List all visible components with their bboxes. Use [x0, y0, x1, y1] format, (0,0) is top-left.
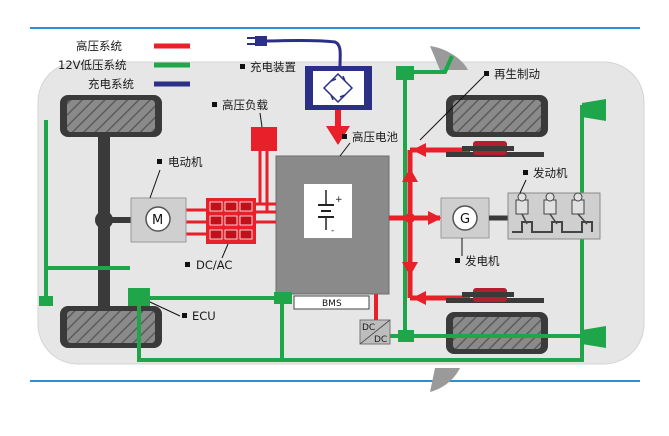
hv-arrow-left-bottom [412, 291, 426, 305]
front-right-wheel [446, 95, 548, 137]
ecu-box [128, 288, 150, 306]
lv-connector [398, 330, 414, 342]
lv-connector [274, 292, 292, 304]
charger-label: 充电装置 [250, 60, 296, 74]
hv-battery-label: 高压电池 [352, 130, 398, 144]
plug-icon [247, 36, 267, 46]
hv-load-leader [259, 112, 263, 128]
motor-symbol: M [152, 213, 163, 228]
hv-arrow-down [402, 262, 418, 276]
hv-arrow-to-gen [428, 211, 442, 225]
motor: M [130, 197, 187, 243]
lv-flag-bottom [582, 326, 606, 348]
front-brake-actuator [446, 141, 544, 157]
legend: 高压系统 12V低压系统 充电系统 [58, 39, 190, 91]
rear-right-wheel [446, 312, 548, 354]
generator: G [440, 197, 490, 239]
square-bullet-icon [157, 159, 162, 164]
dcac-inverter [206, 198, 256, 244]
engine [507, 192, 601, 240]
ecu-leader [149, 301, 181, 317]
bms-label: BMS [322, 299, 342, 309]
square-bullet-icon [342, 134, 347, 139]
battery-plus: + [335, 195, 343, 205]
battery-minus: - [331, 226, 334, 236]
hv-arrow-up [402, 168, 418, 182]
legend-lv-label: 12V低压系统 [58, 58, 127, 72]
square-bullet-icon [212, 102, 217, 107]
dcdc-bottom: DC [374, 335, 387, 345]
rear-brake-actuator [446, 288, 544, 303]
battery-symbol: + - [304, 184, 352, 238]
lv-connector [396, 66, 414, 80]
square-bullet-icon [484, 71, 489, 76]
hv-arrow-left-top [412, 143, 426, 157]
hv-load-box [251, 127, 277, 151]
front-left-wheel [60, 95, 162, 137]
dcac-leader [221, 243, 229, 259]
regen-brake-leader [419, 75, 485, 141]
generator-symbol: G [460, 212, 470, 227]
motor-leader [149, 169, 161, 199]
dcdc-divider [359, 319, 391, 345]
charger-to-battery-arrow [326, 126, 350, 145]
square-bullet-icon [240, 64, 245, 69]
charging-cable [266, 38, 342, 67]
hv-junction [405, 213, 415, 223]
charger-device [305, 66, 372, 110]
ecu-label: ECU [192, 309, 216, 323]
lv-connector [39, 296, 53, 306]
legend-hv-label: 高压系统 [76, 39, 122, 53]
dcac-label: DC/AC [196, 258, 232, 272]
hv-load-label: 高压负载 [222, 98, 268, 112]
square-bullet-icon [523, 170, 528, 175]
rear-left-wheel [60, 306, 162, 348]
engine-label: 发动机 [533, 166, 568, 180]
square-bullet-icon [182, 313, 187, 318]
hv-battery-leader [339, 142, 351, 157]
square-bullet-icon [185, 262, 190, 267]
generator-label: 发电机 [465, 254, 500, 268]
regen-brake-label: 再生制动 [494, 67, 540, 81]
legend-charge-label: 充电系统 [88, 77, 134, 91]
dcdc-top: DC [362, 323, 375, 333]
bms-box [293, 295, 370, 310]
square-bullet-icon [455, 258, 460, 263]
lv-flag-top [582, 99, 606, 121]
engine-leader [519, 179, 527, 194]
rectifier-icon [322, 72, 354, 104]
bottom-fin [430, 368, 460, 392]
motor-label: 电动机 [168, 155, 203, 169]
